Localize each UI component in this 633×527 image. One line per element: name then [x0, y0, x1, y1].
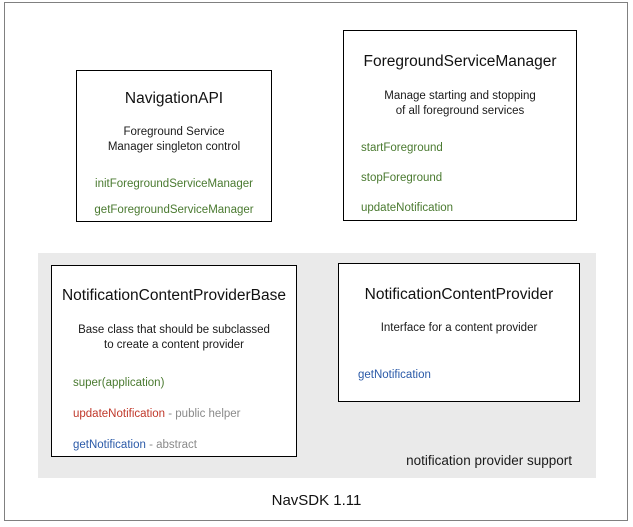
member-list-notification-content-provider-base: super(application) updateNotification - …	[52, 376, 296, 453]
member-item: initForegroundServiceManager	[77, 177, 271, 192]
class-description-line-1: Base class that should be subclassed	[78, 323, 270, 336]
member-item: updateNotification - public helper	[73, 407, 296, 422]
member-name: getNotification	[358, 368, 431, 381]
member-note: - abstract	[145, 438, 198, 451]
member-name: getNotification	[73, 438, 146, 451]
member-list-foreground-service-manager: startForeground stopForeground updateNot…	[344, 141, 576, 216]
member-item: super(application)	[73, 376, 296, 391]
class-description-navigation-api: Foreground Service Manager singleton con…	[77, 125, 271, 155]
class-box-navigation-api: NavigationAPI Foreground Service Manager…	[76, 70, 272, 222]
class-box-notification-content-provider: NotificationContentProvider Interface fo…	[338, 263, 580, 402]
member-name: super(application)	[73, 376, 165, 389]
class-title-notification-content-provider: NotificationContentProvider	[364, 286, 554, 303]
class-title-navigation-api: NavigationAPI	[124, 90, 224, 107]
class-title-foreground-service-manager: ForegroundServiceManager	[363, 53, 557, 70]
member-name: updateNotification	[361, 201, 454, 214]
class-description-line-1: Foreground Service	[123, 125, 225, 138]
member-list-notification-content-provider: getNotification	[339, 368, 579, 383]
member-name: stopForeground	[361, 171, 443, 184]
class-description-notification-content-provider-base: Base class that should be subclassed to …	[52, 323, 296, 353]
class-description-line-1: Interface for a content provider	[380, 321, 538, 334]
class-box-notification-content-provider-base: NotificationContentProviderBase Base cla…	[51, 265, 297, 457]
group-panel-label: notification provider support	[406, 453, 572, 468]
member-name: initForegroundServiceManager	[95, 177, 253, 190]
member-item: updateNotification	[361, 201, 576, 216]
member-item: stopForeground	[361, 171, 576, 186]
slide-footer-label: NavSDK 1.11	[271, 492, 362, 509]
member-note: - public helper	[165, 407, 241, 420]
class-description-line-2: to create a content provider	[104, 338, 244, 351]
member-name: startForeground	[361, 141, 443, 154]
class-description-line-2: of all foreground services	[395, 104, 525, 117]
class-description-notification-content-provider: Interface for a content provider	[339, 321, 579, 336]
member-name: updateNotification	[73, 407, 166, 420]
class-description-line-1: Manage starting and stopping	[384, 89, 536, 102]
member-name: getForegroundServiceManager	[94, 203, 254, 216]
member-item: getNotification	[358, 368, 579, 383]
class-title-notification-content-provider-base: NotificationContentProviderBase	[61, 287, 286, 304]
class-description-foreground-service-manager: Manage starting and stopping of all fore…	[344, 89, 576, 119]
member-list-navigation-api: initForegroundServiceManager getForegrou…	[77, 177, 271, 218]
member-item: getNotification - abstract	[73, 438, 296, 453]
member-item: getForegroundServiceManager	[77, 203, 271, 218]
class-box-foreground-service-manager: ForegroundServiceManager Manage starting…	[343, 30, 577, 221]
class-description-line-2: Manager singleton control	[107, 140, 241, 153]
member-item: startForeground	[361, 141, 576, 156]
